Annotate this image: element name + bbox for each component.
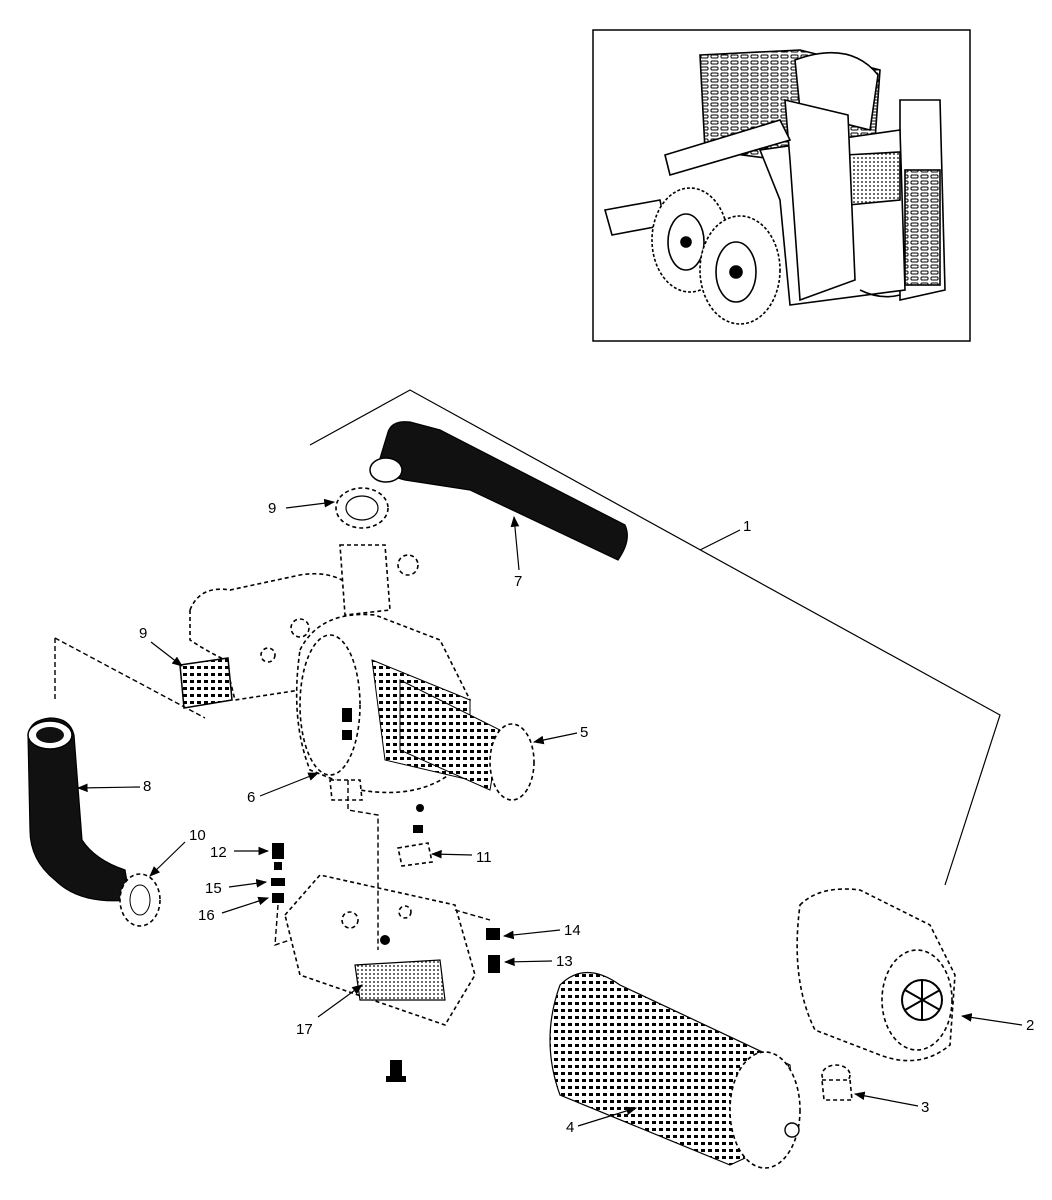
part-11-bracket	[397, 804, 433, 867]
callout-4-label: 4	[566, 1119, 574, 1136]
callout-17-label: 17	[296, 1021, 313, 1038]
part-8-lower-hose	[27, 717, 131, 902]
part-9-upper-clamp	[335, 487, 389, 529]
part-5-filter-end-cap	[399, 679, 535, 801]
callout-12-label: 12	[210, 844, 227, 861]
callout-12: 12	[210, 844, 270, 861]
callout-15-label: 15	[205, 880, 222, 897]
parts-12-15-16-fasteners	[271, 843, 285, 903]
assembly-bracket-line	[309, 389, 1001, 886]
part-2-end-cover	[796, 888, 956, 1062]
callout-14-label: 14	[564, 922, 581, 939]
callout-9-upper-label: 9	[268, 500, 276, 517]
callout-17: 17	[296, 984, 363, 1038]
callout-6-label: 6	[247, 789, 255, 806]
fastener-centerline	[274, 904, 291, 946]
callout-8: 8	[76, 778, 151, 795]
callout-7: 7	[510, 515, 522, 590]
part-17-mounting-plate	[284, 874, 476, 1026]
callout-13-label: 13	[556, 953, 573, 970]
callout-9-upper: 9	[268, 498, 336, 517]
callout-13: 13	[503, 953, 573, 970]
callout-1: 1	[699, 518, 751, 551]
callout-6: 6	[247, 772, 320, 806]
callout-7-label: 7	[514, 573, 522, 590]
callout-9-lower-label: 9	[139, 625, 147, 642]
callout-3-label: 3	[921, 1099, 929, 1116]
part-7-upper-hose	[369, 421, 628, 561]
part-10-clamp	[119, 873, 161, 927]
callout-9-lower: 9	[139, 625, 183, 667]
callout-5: 5	[532, 724, 588, 745]
callout-8-label: 8	[143, 778, 151, 795]
callout-16: 16	[198, 896, 270, 924]
bracket-11-centerline	[454, 909, 491, 921]
callout-1-label: 1	[743, 518, 751, 535]
callout-11-label: 11	[476, 849, 492, 866]
callout-3: 3	[853, 1091, 929, 1116]
loader-inset	[592, 29, 971, 342]
parts-13-14-screw-washer	[486, 928, 500, 973]
callout-15: 15	[205, 879, 268, 897]
callout-10-label: 10	[189, 827, 206, 844]
callout-4: 4	[566, 1106, 638, 1136]
callout-2: 2	[960, 1013, 1034, 1034]
callout-11: 11	[430, 849, 492, 866]
callout-2-label: 2	[1026, 1017, 1034, 1034]
part-3-dust-valve	[821, 1064, 853, 1101]
callout-5-label: 5	[580, 724, 588, 741]
part-4-filter-element	[549, 972, 801, 1169]
callout-16-label: 16	[198, 907, 215, 924]
hose-8-guide-line	[54, 637, 206, 719]
callout-14: 14	[502, 922, 581, 940]
loose-nut	[386, 1060, 406, 1082]
part-9-lower-clamp	[179, 657, 233, 709]
loader-illustration	[603, 49, 946, 325]
callout-10: 10	[149, 827, 206, 877]
